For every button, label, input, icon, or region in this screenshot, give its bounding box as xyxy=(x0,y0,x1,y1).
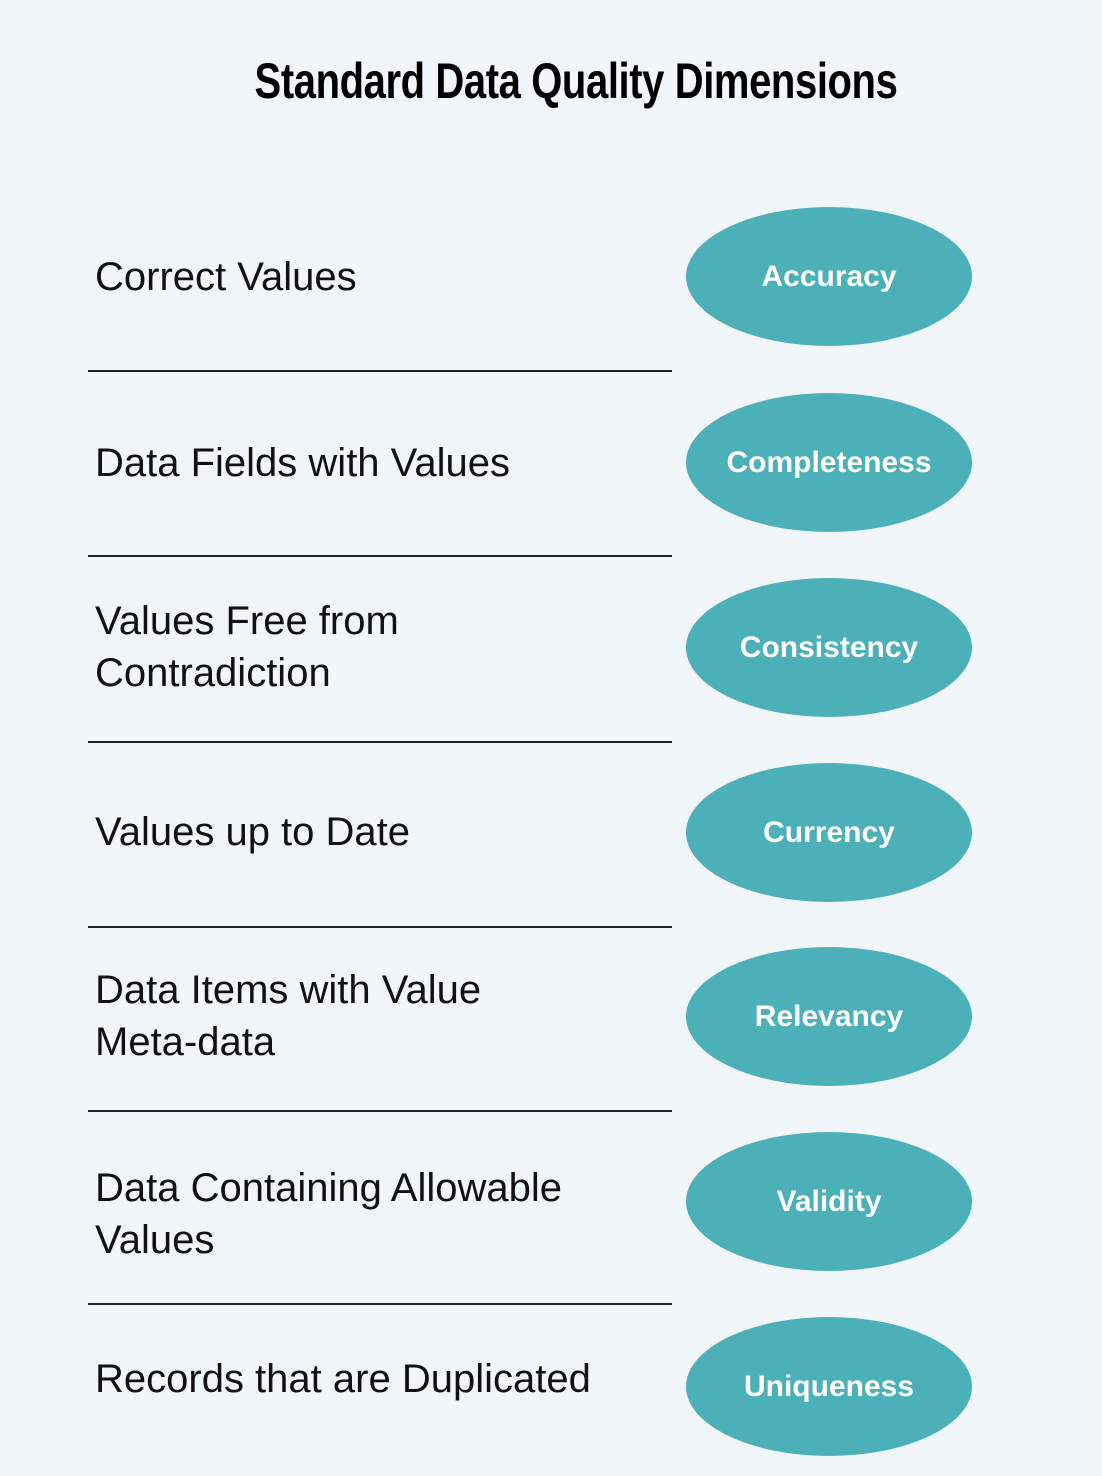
dimension-label: Uniqueness xyxy=(743,1369,915,1403)
row-divider xyxy=(88,741,672,743)
row-divider xyxy=(88,926,672,928)
dimension-label: Completeness xyxy=(726,445,932,479)
dimension-label: Consistency xyxy=(739,630,919,664)
dimension-ellipse-uniqueness: Uniqueness xyxy=(686,1317,972,1456)
dimension-label: Accuracy xyxy=(761,259,897,293)
row-description: Values Free from Contradiction xyxy=(95,599,399,695)
row-divider xyxy=(88,1110,672,1112)
diagram-title: Standard Data Quality Dimensions xyxy=(254,53,898,109)
row-divider xyxy=(88,1303,672,1305)
dimension-label: Validity xyxy=(776,1184,882,1218)
dimension-label: Currency xyxy=(763,815,895,849)
dimension-ellipse-currency: Currency xyxy=(686,763,972,902)
row-description: Data Fields with Values xyxy=(95,441,510,485)
row-divider xyxy=(88,555,672,557)
dimension-label: Relevancy xyxy=(754,999,904,1033)
dimension-ellipse-accuracy: Accuracy xyxy=(686,207,972,346)
row-description: Data Containing Allowable Values xyxy=(95,1166,562,1262)
dimension-ellipse-consistency: Consistency xyxy=(686,578,972,717)
row-description: Correct Values xyxy=(95,255,357,299)
row-description: Values up to Date xyxy=(95,810,411,854)
row-divider xyxy=(88,370,672,372)
row-description: Records that are Duplicated xyxy=(95,1357,591,1401)
row-description: Data Items with Value Meta-data xyxy=(95,968,482,1064)
dimension-ellipse-validity: Validity xyxy=(686,1132,972,1271)
dimension-ellipse-completeness: Completeness xyxy=(686,393,972,532)
dimension-ellipse-relevancy: Relevancy xyxy=(686,947,972,1086)
